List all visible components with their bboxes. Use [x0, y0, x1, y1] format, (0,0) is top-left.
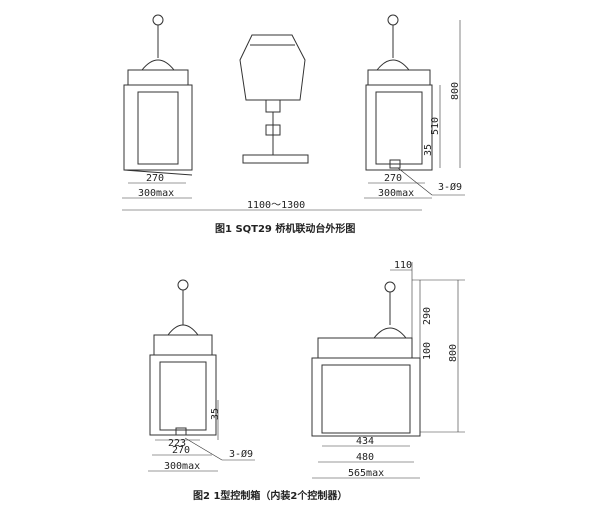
fig1-right-console: [364, 14, 465, 199]
fig2-565max: 565max: [348, 468, 384, 479]
fig2-110: 110: [394, 260, 412, 271]
fig2-300max: 300max: [164, 461, 200, 472]
fig1-left-console: [122, 14, 193, 199]
fig2-480: 480: [356, 452, 374, 463]
fig1-overall-width: 1100～1300: [247, 200, 305, 211]
fig1-35: 35: [423, 144, 434, 156]
fig2-caption: 图2 1型控制箱（内装2个控制器）: [193, 489, 347, 502]
fig2-front-view: [311, 262, 465, 479]
fig2-434: 434: [356, 436, 374, 447]
fig1-510: 510: [430, 117, 441, 135]
fig1-right-300max: 300max: [378, 188, 414, 199]
fig2-270: 270: [172, 445, 190, 456]
fig2-100: 100: [422, 342, 433, 360]
fig1-caption: 图1 SQT29 桥机联动台外形图: [215, 222, 355, 235]
fig2-800: 800: [448, 344, 459, 362]
fig1-right-270: 270: [384, 173, 402, 184]
fig2-223: 223: [168, 438, 186, 449]
fig1-800: 800: [450, 82, 461, 100]
fig2-290: 290: [422, 307, 433, 325]
fig1-middle-view: [239, 34, 309, 164]
fig2-35: 35: [210, 408, 221, 420]
fig1-left-270: 270: [146, 173, 164, 184]
fig2-holes: 3-Ø9: [229, 448, 253, 460]
fig1-holes: 3-Ø9: [438, 181, 462, 193]
fig1-left-300max: 300max: [138, 188, 174, 199]
fig2-side-view: [148, 279, 255, 472]
